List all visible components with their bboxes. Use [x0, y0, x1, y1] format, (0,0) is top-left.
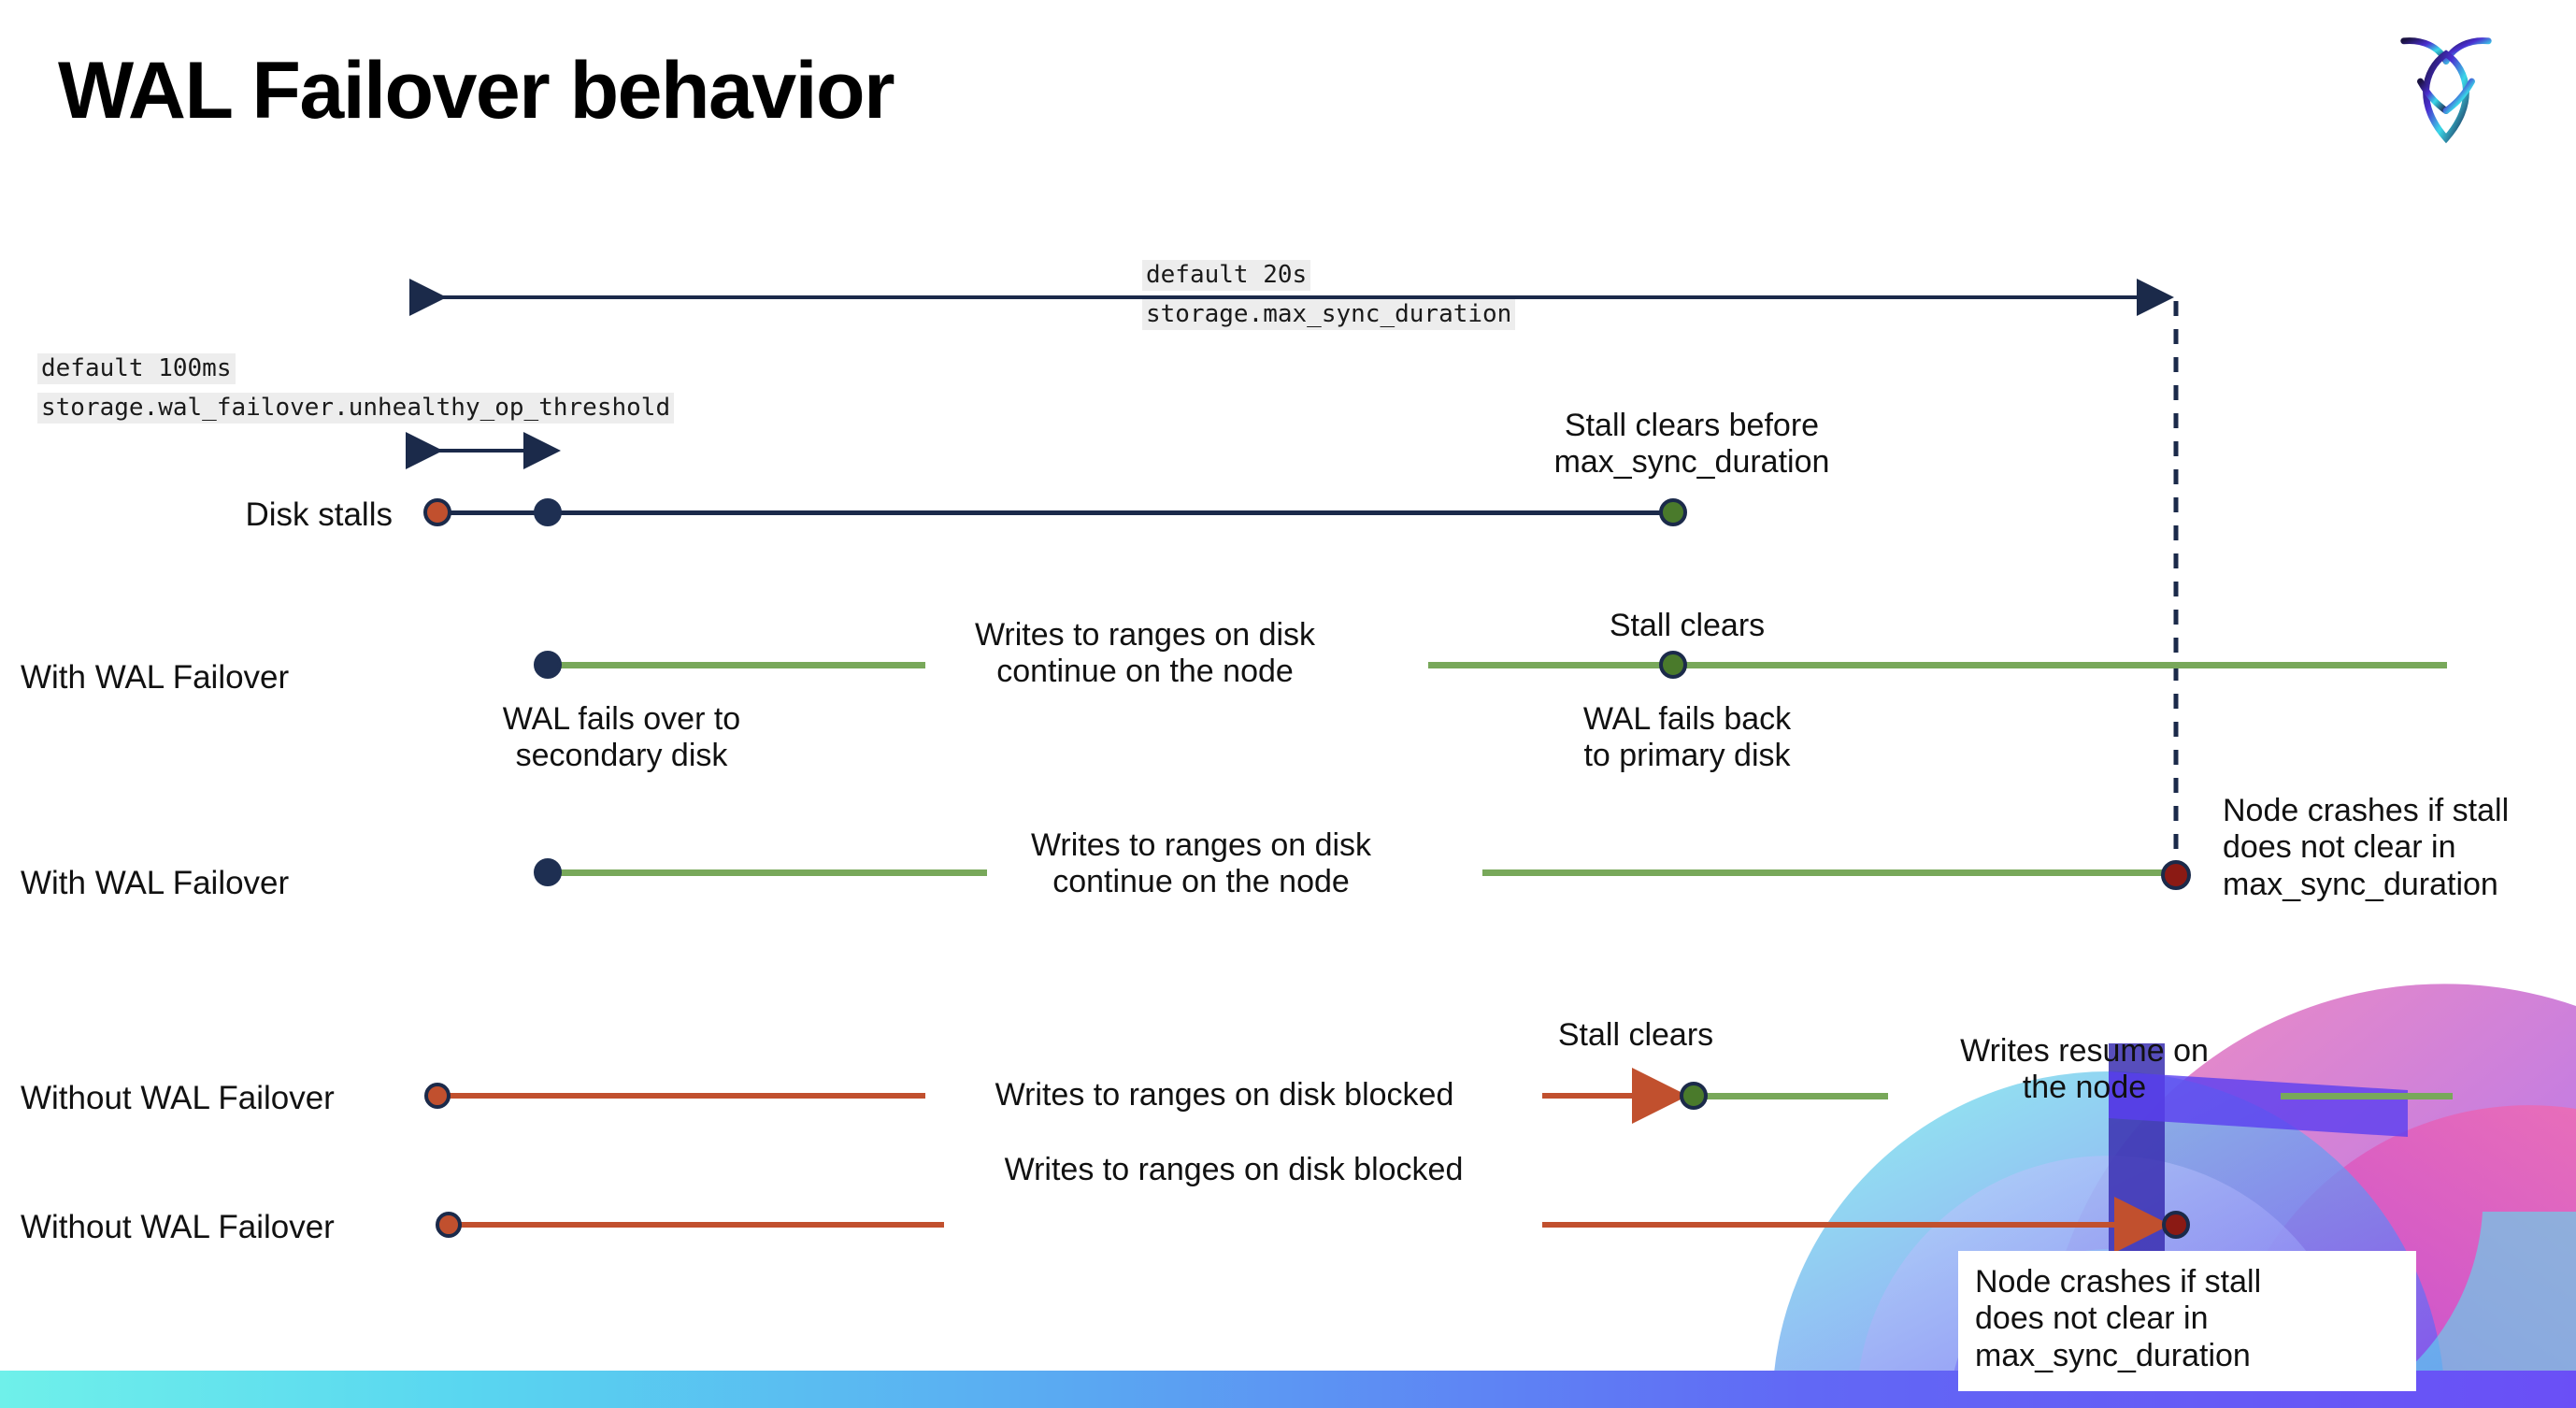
without-failover-1-start-dot: [424, 1083, 451, 1109]
row-label-with-wal-failover-2: With WAL Failover: [21, 865, 290, 901]
note-stall-clears-2: Stall clears: [1557, 1017, 1714, 1053]
unhealthy-op-threshold-setting: storage.wal_failover.unhealthy_op_thresh…: [37, 393, 675, 424]
crash-callout-2: Node crashes if stall does not clear in …: [1958, 1251, 2416, 1392]
disk-stalls-track: [437, 510, 1673, 515]
row-label-without-wal-failover-2: Without WAL Failover: [21, 1209, 335, 1245]
note-stall-clears-before: Stall clears before max_sync_duration: [1553, 408, 1830, 481]
disk-stalls-start-dot: [423, 498, 451, 526]
wal-failover-2-track-a: [548, 869, 987, 876]
wal-failover-2-start-dot: [534, 858, 562, 886]
max-sync-duration-setting: storage.max_sync_duration: [1142, 299, 1516, 330]
wal-failover-1-track-a: [548, 662, 925, 668]
note-writes-continue-2: Writes to ranges on disk continue on the…: [1030, 827, 1372, 900]
row-label-without-wal-failover-1: Without WAL Failover: [21, 1080, 335, 1116]
note-wal-fails-back: WAL fails back to primary disk: [1582, 701, 1792, 774]
unhealthy-op-threshold-default: default 100ms: [37, 353, 236, 384]
wal-failover-1-clear-dot: [1659, 651, 1687, 679]
cockroachdb-logo: [2400, 37, 2492, 144]
wal-failover-2-track-b: [1482, 869, 2176, 876]
note-writes-blocked-2: Writes to ranges on disk blocked: [1004, 1152, 1464, 1187]
without-failover-1-green-a: [1694, 1093, 1888, 1099]
note-wal-fails-over: WAL fails over to secondary disk: [502, 701, 741, 774]
note-node-crashes-1: Node crashes if stall does not clear in …: [2223, 793, 2510, 902]
note-node-crashes-2: Node crashes if stall does not clear in …: [1975, 1264, 2262, 1373]
wal-failover-2-crash-dot: [2161, 860, 2191, 890]
without-failover-2-start-dot: [436, 1212, 462, 1238]
disk-stalls-clear-dot: [1659, 498, 1687, 526]
note-writes-continue-1: Writes to ranges on disk continue on the…: [974, 617, 1316, 690]
without-failover-1-green-b: [2281, 1093, 2453, 1099]
without-failover-2-red-a: [449, 1222, 944, 1228]
note-writes-resume: Writes resume on the node: [1960, 1033, 2209, 1106]
row-label-disk-stalls: Disk stalls: [245, 496, 393, 533]
wal-failover-1-start-dot: [534, 651, 562, 679]
disk-stalls-failover-dot: [534, 498, 562, 526]
row-label-with-wal-failover-1: With WAL Failover: [21, 659, 290, 696]
page-title: WAL Failover behavior: [58, 46, 895, 136]
without-failover-1-red-a: [437, 1093, 925, 1099]
note-stall-clears-1: Stall clears: [1609, 608, 1766, 643]
without-failover-2-crash-dot: [2162, 1211, 2190, 1239]
max-sync-duration-default: default 20s: [1142, 260, 1311, 291]
wal-failover-1-track-b: [1428, 662, 2447, 668]
without-failover-1-clear-dot: [1680, 1082, 1708, 1110]
note-writes-blocked-1: Writes to ranges on disk blocked: [995, 1077, 1454, 1113]
